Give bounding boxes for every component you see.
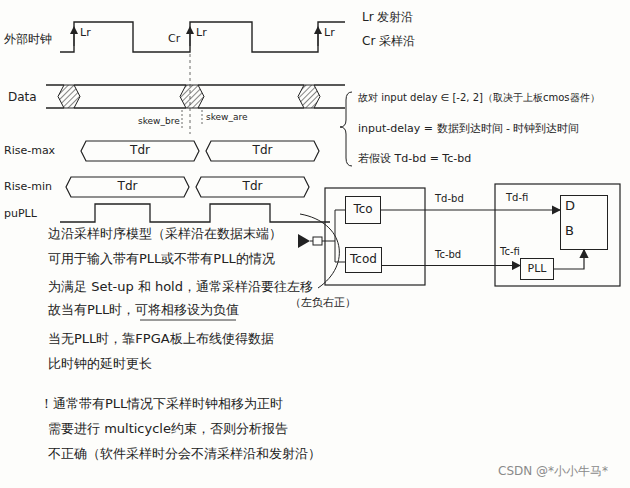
note-text: 故当有PLL时，可将相移设为负值 [48,302,239,318]
note-text: 为满足 Set-up 和 hold，通常采样沿要往左移 [48,279,313,295]
signal-wire [554,250,584,269]
note-text: input-delay = 数据到达时间 - 时钟到达时间 [358,122,580,135]
node-text: PLL [528,263,547,276]
signal-wire [381,209,560,210]
note-text: （左负右正） [290,296,356,309]
node-text: D [565,199,575,214]
note-text: skew_are [206,112,248,123]
data-transition [298,85,320,108]
note-text: 故对 input delay ∈ [-2, 2]（取决于上板cmos器件） [358,92,600,104]
note-text: 不正确（软件采样时分会不清采样沿和发射沿） [48,446,321,462]
band-hexagon [206,141,319,161]
note-text: 可用于输入带有PLL或不带有PLL的情况 [48,251,275,267]
signal-wire [382,265,520,266]
note-text: ！通常带有PLL情况下采样时钟相移为正时 [40,396,283,412]
note-text: CSDN @*小小牛马* [498,464,608,478]
note-text: Cr [168,32,180,45]
logic-box: Tcod [345,247,382,273]
timing-band: Tdr [205,140,320,162]
timing-band: Tdr [195,176,310,198]
node-text: Tcod [350,253,377,267]
note-text: Lr [80,26,91,39]
note-text: Lr 发射沿 [362,10,413,24]
node-text: Tdr [243,180,263,194]
clock-waveform [60,22,345,52]
note-text: puPLL [4,207,37,220]
data-transition [180,85,204,108]
note-text: 需要进行 multicycle约束，否则分析报告 [48,421,288,437]
clock-source-symbol [298,234,310,248]
note-text: skew_bre [138,116,180,127]
data-transition [58,85,80,108]
dashed-guide [182,110,183,128]
note-text: Cr 采样沿 [362,34,415,48]
curved-pointer [300,214,339,288]
source-device-box [325,188,425,285]
dashed-guide [190,54,191,134]
fpga-box [495,184,620,286]
node-text: Tdr [253,144,273,158]
note-text: Tc-fi [500,246,520,258]
note-text: 外部时钟 [4,32,52,46]
underline [140,320,236,321]
node-text: Tdr [130,144,150,158]
logic-box: Tco [345,196,381,224]
node-text: Tdr [118,180,138,194]
data-lines [46,85,345,108]
note-text: 当无PLL时，靠FPGA板上布线使得数据 [48,331,274,347]
brace [340,92,352,166]
edge-arrow [190,30,191,46]
note-text: 比时钟的延时更长 [48,356,152,372]
note-text: Lr [196,26,207,39]
wire-label: Td-bd [434,193,465,205]
timing-band: Tdr [80,140,200,162]
note-text: 边沿采样时序模型（采样沿在数据末端） [48,226,282,242]
clock-wire [310,210,345,262]
edge-arrow [74,30,75,46]
note-text: Data [8,90,37,104]
edge-arrow [318,30,319,46]
logic-box: PLL [520,258,554,280]
note-text: Rise-max [4,144,55,157]
timing-band: Tdr [65,176,190,198]
dashed-guide [202,110,203,126]
band-hexagon [66,177,189,197]
wire-label: Tc-bd [434,249,462,261]
band-hexagon [196,177,309,197]
node-text: B [565,224,574,239]
note-text: 若假设 Td-bd = Tc-bd [358,152,471,165]
input-buffer [313,237,322,245]
band-hexagon [81,141,199,161]
flip-flop: DB [560,195,608,250]
note-text: Td-fi [506,192,528,204]
pll-waveform [60,204,330,222]
note-text: Rise-min [4,180,52,193]
node-text: Tco [353,203,372,217]
note-text: Lr [324,26,335,39]
